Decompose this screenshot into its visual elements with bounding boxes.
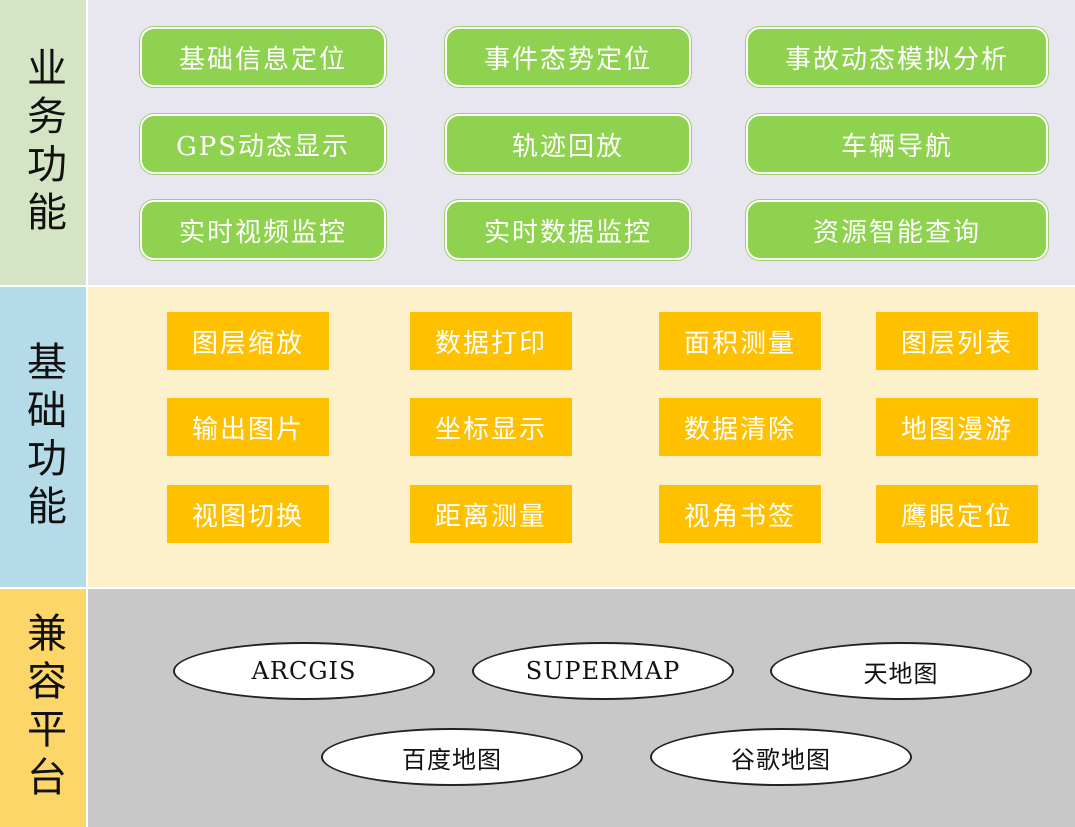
business-label-cell: 业务功能 <box>0 0 86 285</box>
platform-baidu-map[interactable]: 百度地图 <box>321 728 583 786</box>
business-item-realtime-data[interactable]: 实时数据监控 <box>445 200 691 260</box>
business-label: 业务功能 <box>20 46 66 239</box>
basic-band: 基础功能 图层缩放 数据打印 面积测量 图层列表 输出图片 坐标显示 数据清除 … <box>0 287 1075 587</box>
basic-item-eagle-eye[interactable]: 鹰眼定位 <box>876 485 1038 543</box>
basic-item-map-pan[interactable]: 地图漫游 <box>876 398 1038 456</box>
basic-item-distance-measure[interactable]: 距离测量 <box>410 485 572 543</box>
business-item-track-playback[interactable]: 轨迹回放 <box>445 114 691 174</box>
basic-item-coordinate-display[interactable]: 坐标显示 <box>410 398 572 456</box>
business-item-realtime-video[interactable]: 实时视频监控 <box>140 200 386 260</box>
business-item-resource-query[interactable]: 资源智能查询 <box>746 200 1048 260</box>
business-item-accident-simulation[interactable]: 事故动态模拟分析 <box>746 27 1048 87</box>
basic-item-view-bookmark[interactable]: 视角书签 <box>659 485 821 543</box>
basic-item-layer-list[interactable]: 图层列表 <box>876 312 1038 370</box>
basic-item-data-print[interactable]: 数据打印 <box>410 312 572 370</box>
business-item-gps-display[interactable]: GPS动态显示 <box>140 114 386 174</box>
platform-label: 兼容平台 <box>20 612 66 804</box>
business-item-event-situation-location[interactable]: 事件态势定位 <box>445 27 691 87</box>
platform-content: ARCGIS SUPERMAP 天地图 百度地图 谷歌地图 <box>88 589 1075 827</box>
basic-item-layer-zoom[interactable]: 图层缩放 <box>167 312 329 370</box>
basic-item-export-image[interactable]: 输出图片 <box>167 398 329 456</box>
basic-item-data-clear[interactable]: 数据清除 <box>659 398 821 456</box>
platform-band: 兼容平台 ARCGIS SUPERMAP 天地图 百度地图 谷歌地图 <box>0 589 1075 827</box>
business-content: 基础信息定位 事件态势定位 事故动态模拟分析 GPS动态显示 轨迹回放 车辆导航… <box>88 0 1075 285</box>
business-item-vehicle-navigation[interactable]: 车辆导航 <box>746 114 1048 174</box>
business-item-basic-info-location[interactable]: 基础信息定位 <box>140 27 386 87</box>
basic-item-view-switch[interactable]: 视图切换 <box>167 485 329 543</box>
basic-content: 图层缩放 数据打印 面积测量 图层列表 输出图片 坐标显示 数据清除 地图漫游 … <box>88 287 1075 587</box>
basic-label: 基础功能 <box>20 341 66 533</box>
business-band: 业务功能 基础信息定位 事件态势定位 事故动态模拟分析 GPS动态显示 轨迹回放… <box>0 0 1075 285</box>
platform-supermap[interactable]: SUPERMAP <box>472 642 734 700</box>
basic-item-area-measure[interactable]: 面积测量 <box>659 312 821 370</box>
platform-google-map[interactable]: 谷歌地图 <box>650 728 912 786</box>
platform-tianditu[interactable]: 天地图 <box>770 642 1032 700</box>
platform-arcgis[interactable]: ARCGIS <box>173 642 435 700</box>
basic-label-cell: 基础功能 <box>0 287 86 587</box>
platform-label-cell: 兼容平台 <box>0 589 86 827</box>
